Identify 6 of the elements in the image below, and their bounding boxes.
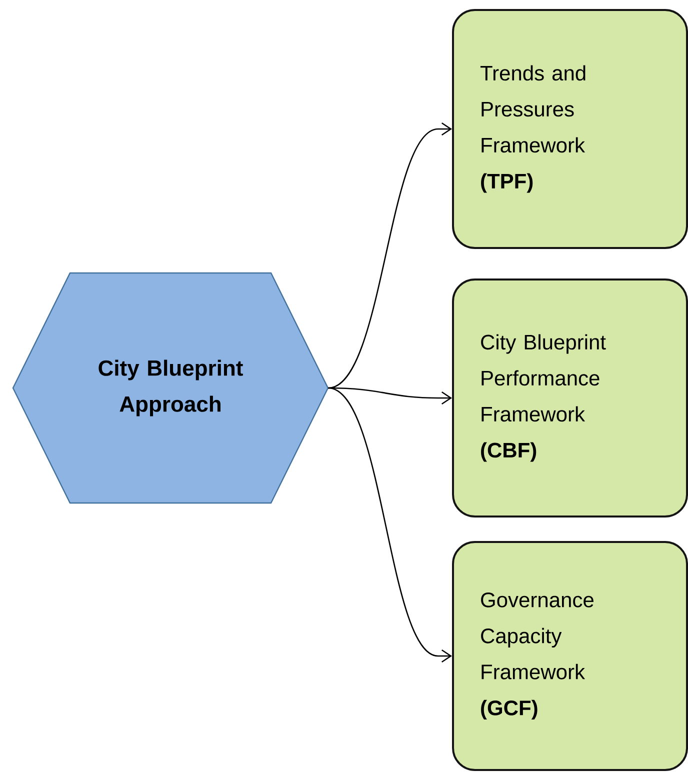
arrow (328, 122, 452, 389)
rounded-box: Trends and Pressures Framework (TPF) (452, 9, 688, 249)
rounded-box: City Blueprint Performance Framework (CBF) (452, 278, 688, 518)
rounded-box: Governance Capacity Framework (GCF) (452, 541, 688, 771)
hexagon: City Blueprint Approach (12, 272, 329, 504)
arrow (328, 387, 452, 663)
